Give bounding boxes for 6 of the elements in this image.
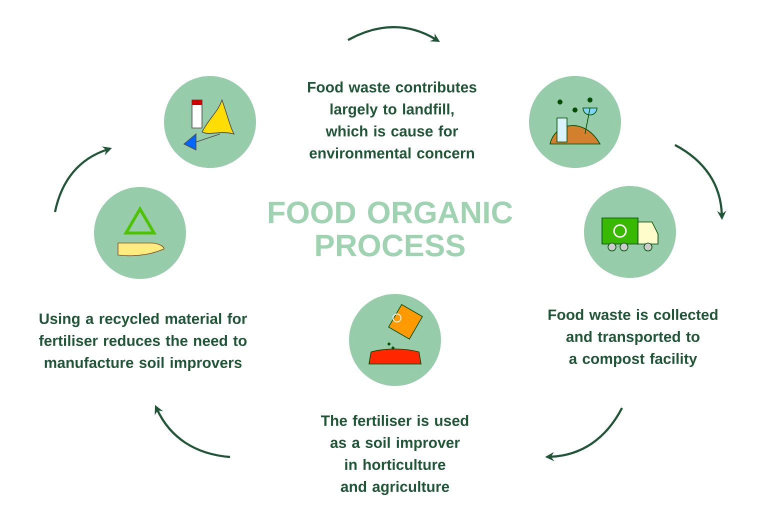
step-caption: Food waste contributes largely to landfill, which is cause for environmental concern [308,82,476,158]
step-caption: Food waste is collected and transported to a compost facility [548,309,718,367]
title: FOOD ORGANIC PROCESS [268,202,512,256]
step-caption: Using a recycled material for fertiliser reduces the need to manufacture soil improvers [39,313,247,371]
step-caption: The fertiliser is used as a soil improver in horticulture and agriculture [320,414,468,496]
step-circle [94,187,186,279]
